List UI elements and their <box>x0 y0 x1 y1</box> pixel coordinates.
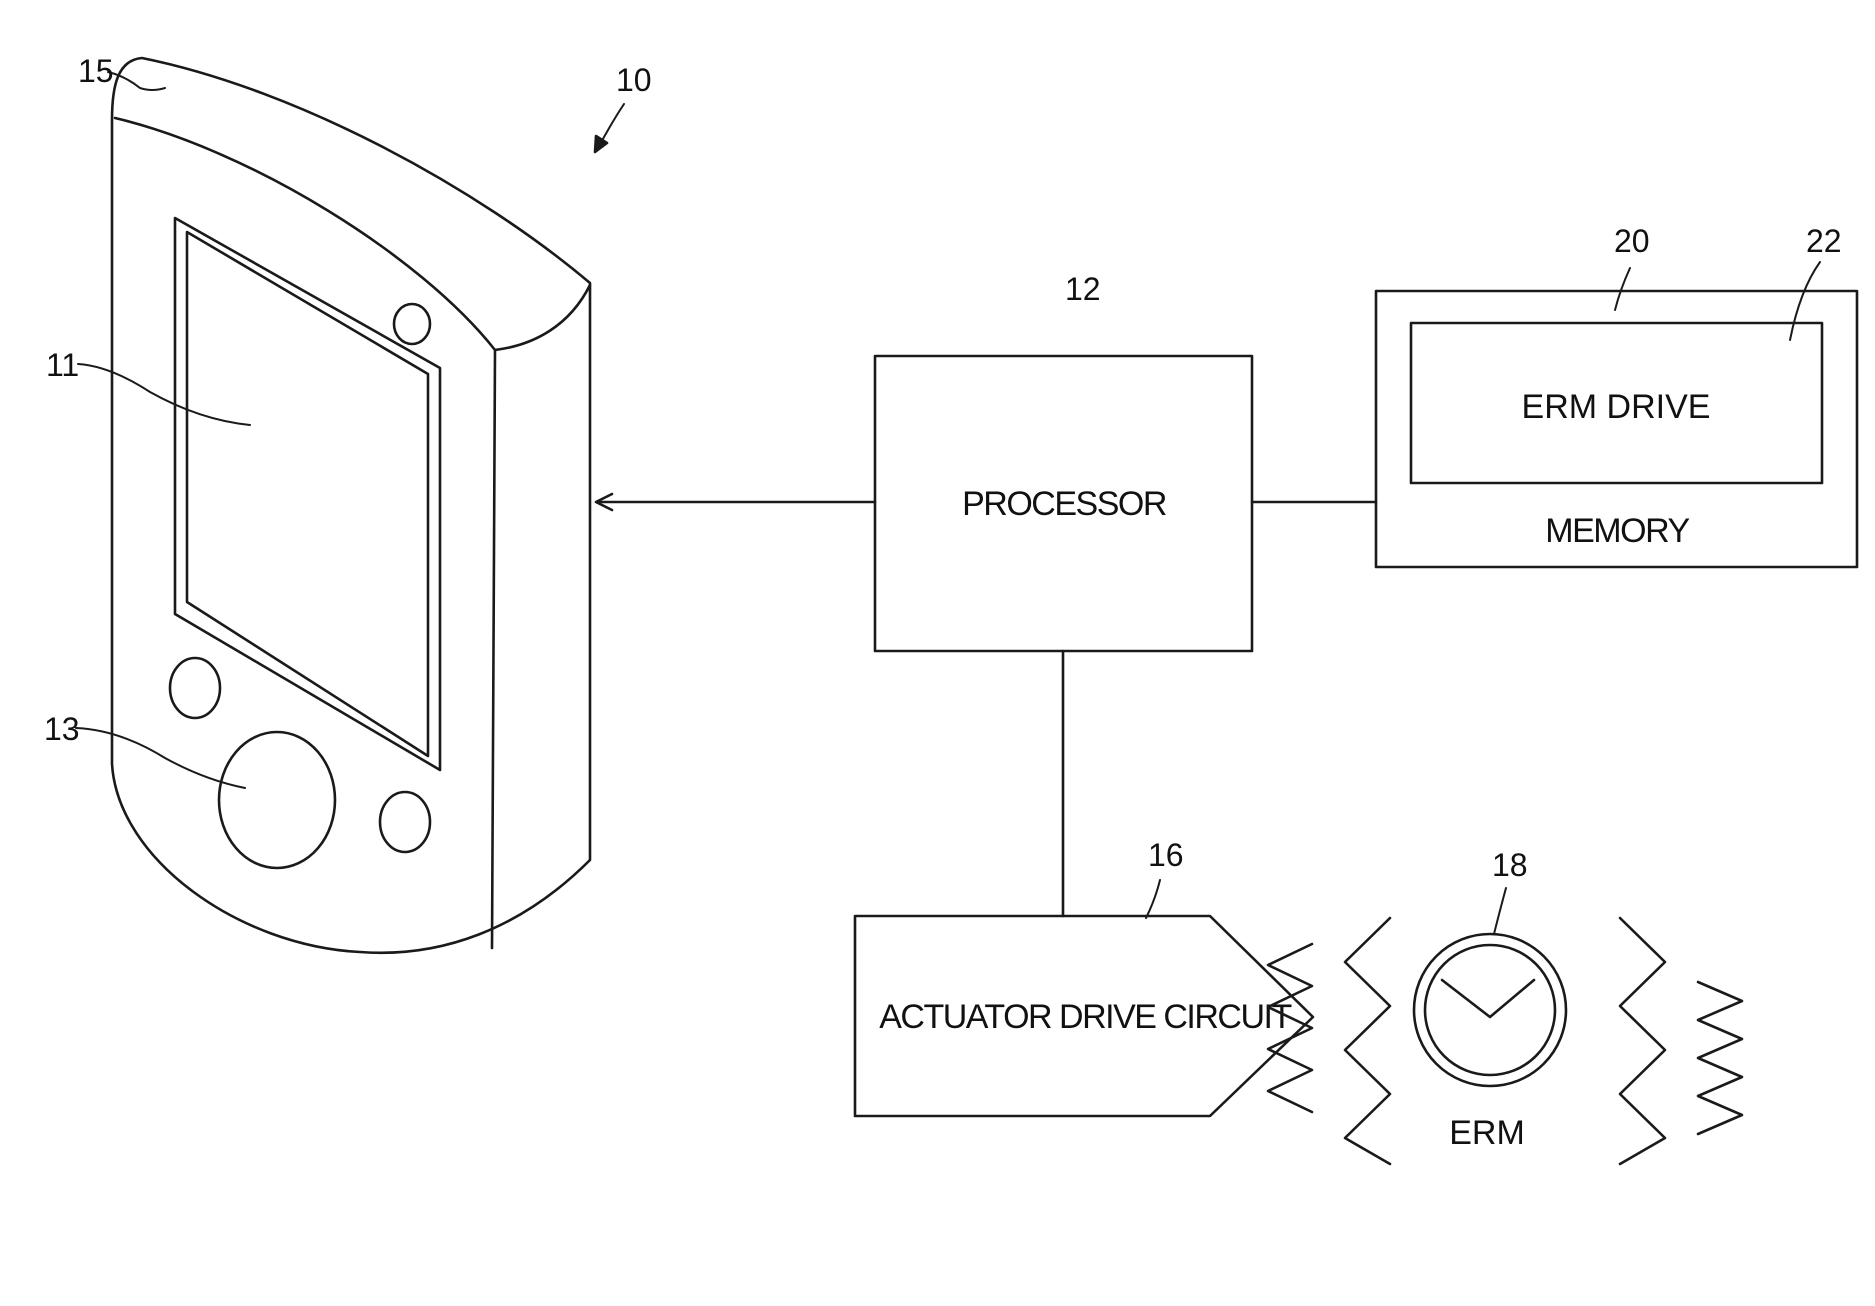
right-button <box>380 792 430 852</box>
leader-erm <box>1494 888 1506 934</box>
ref-erm: 18 <box>1492 847 1528 883</box>
leader-memory <box>1615 268 1630 310</box>
erm-inner-ring <box>1425 945 1555 1075</box>
processor-to-device-arrow <box>596 494 875 510</box>
actuator-drive-circuit-block: ACTUATOR DRIVE CIRCUIT <box>855 880 1313 1116</box>
ref-processor: 12 <box>1065 271 1101 307</box>
processor-block: PROCESSOR <box>875 356 1252 651</box>
vibration-right-outer <box>1698 982 1742 1134</box>
leader-display <box>78 364 250 425</box>
vibration-left-inner <box>1345 918 1390 1164</box>
left-button <box>170 658 220 718</box>
display-frame-outer <box>175 218 440 770</box>
device-front-edge <box>492 350 495 948</box>
handheld-device <box>76 58 624 953</box>
memory-label: MEMORY <box>1545 512 1689 550</box>
device-arrowhead <box>595 136 607 152</box>
ref-display: 11 <box>46 347 79 383</box>
leader-erm-drive <box>1790 262 1820 340</box>
display-screen <box>187 232 428 756</box>
erm-outer-ring <box>1414 934 1566 1086</box>
ref-device: 10 <box>616 62 652 98</box>
erm-label: ERM <box>1449 1114 1525 1152</box>
ref-drive-circuit: 16 <box>1148 837 1184 873</box>
ref-housing: 15 <box>78 53 114 89</box>
ref-memory: 20 <box>1614 223 1650 259</box>
ref-erm-drive: 22 <box>1806 223 1842 259</box>
vibration-right-inner <box>1620 918 1665 1164</box>
actuator-drive-circuit-label: ACTUATOR DRIVE CIRCUIT <box>879 998 1291 1036</box>
reference-numerals: 15 10 11 13 12 20 22 16 18 <box>44 53 1842 883</box>
leader-button <box>76 728 245 788</box>
erm-mass-indicator <box>1442 980 1534 1017</box>
ref-button: 13 <box>44 711 80 747</box>
memory-block: ERM DRIVE MEMORY <box>1376 262 1857 567</box>
leader-drive-circuit <box>1146 880 1160 918</box>
top-button <box>394 304 430 344</box>
device-housing <box>112 58 590 953</box>
erm-block: ERM <box>1414 888 1566 1152</box>
erm-drive-label: ERM DRIVE <box>1522 388 1711 426</box>
navigation-button <box>219 732 335 868</box>
processor-label: PROCESSOR <box>962 485 1166 523</box>
